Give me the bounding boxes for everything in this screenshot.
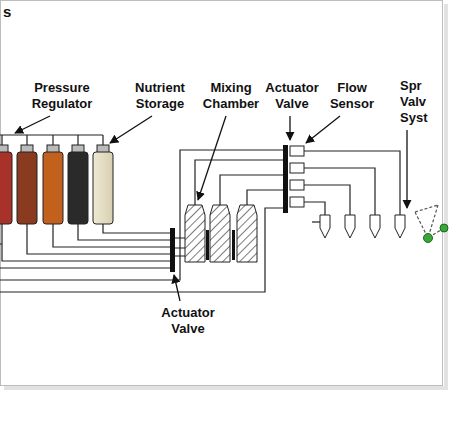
actuator-valve-bar xyxy=(283,145,288,213)
chamber-valve xyxy=(232,230,235,260)
callout-label: Spr Valv Syst xyxy=(400,78,427,126)
frame xyxy=(1,1,443,386)
callout-label: Flow Sensor xyxy=(330,80,374,112)
mixing-chambers xyxy=(185,205,257,262)
frame-shadow xyxy=(4,386,448,390)
flow-sensors xyxy=(290,146,304,207)
pipes xyxy=(0,135,400,292)
spray-nozzles xyxy=(320,215,405,238)
callout-label: Actuator Valve xyxy=(265,80,318,112)
chamber-valve xyxy=(206,230,209,260)
callout-label: Mixing Chamber xyxy=(203,80,259,112)
frame-shadow xyxy=(444,4,448,388)
actuator-valve-bar xyxy=(170,228,175,272)
callout-label: Actuator Valve xyxy=(161,305,214,337)
callout-label: Nutrient Storage xyxy=(135,80,185,112)
nutrient-bottles xyxy=(0,145,113,224)
callout-label: s xyxy=(3,4,11,20)
leader-arrows xyxy=(15,116,407,301)
callout-label: Pressure Regulator xyxy=(32,80,93,112)
spray-valve-system xyxy=(415,205,448,243)
